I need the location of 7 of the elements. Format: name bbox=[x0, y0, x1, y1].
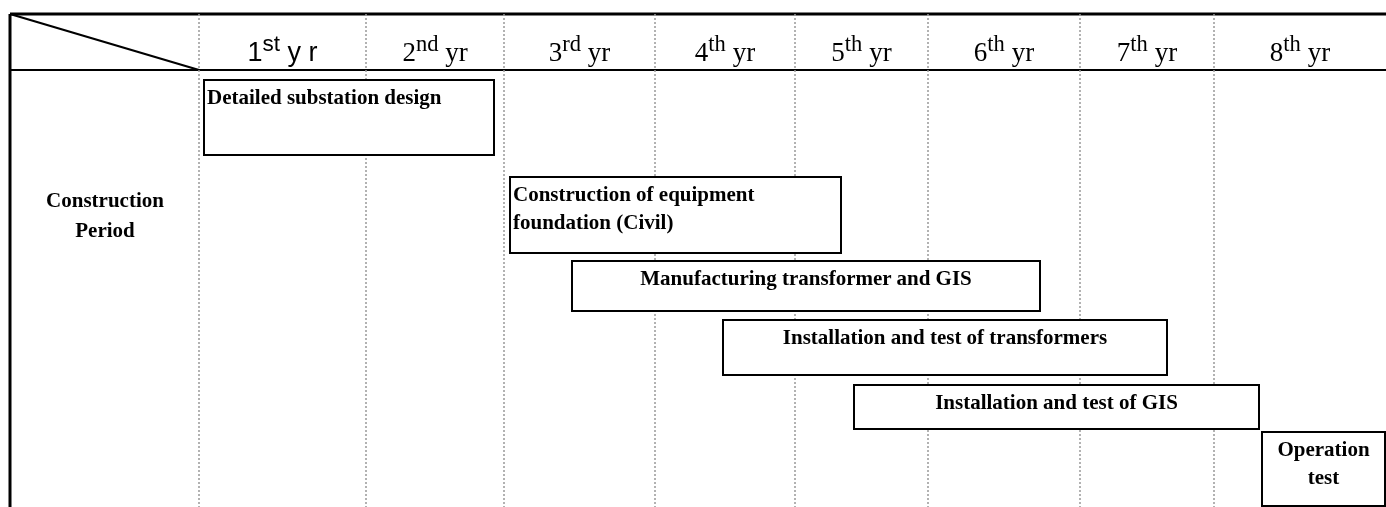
task-bar: Construction of equipment foundation (Civil) bbox=[509, 176, 842, 254]
row-header: Construction Period bbox=[45, 187, 165, 244]
task-bar: Installation and test of transformers bbox=[722, 319, 1168, 376]
task-bar: Installation and test of GIS bbox=[853, 384, 1260, 430]
task-bar: Operation test bbox=[1261, 431, 1386, 507]
task-bar: Detailed substation design bbox=[203, 79, 495, 156]
task-bar: Manufacturing transformer and GIS bbox=[571, 260, 1041, 312]
